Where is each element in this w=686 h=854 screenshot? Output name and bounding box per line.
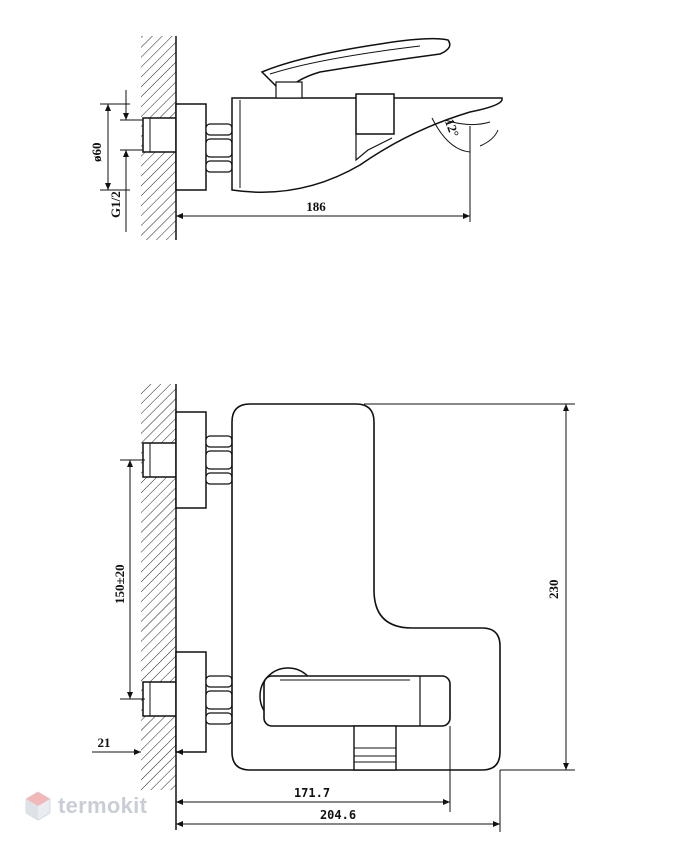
cube-logo-icon xyxy=(25,791,51,821)
pipe-connector-top xyxy=(142,117,177,153)
handle-lever-top xyxy=(260,37,451,87)
mixer-body-top xyxy=(231,97,503,193)
dim-length-top: 186 xyxy=(306,199,326,214)
eccentric-nut-upper xyxy=(205,435,233,485)
dim-diameter: ø60 xyxy=(89,143,104,163)
dim-depth-1: 171.7 xyxy=(294,786,330,800)
dim-offset: 21 xyxy=(98,735,111,750)
plan-view: 150±20 230 21 171.7 204.6 xyxy=(92,384,575,832)
dim-spacing: 150±20 xyxy=(112,564,127,604)
watermark-logo: termokit xyxy=(24,790,147,822)
dim-depth-2: 204.6 xyxy=(320,808,356,822)
side-view: 186 12° ø60 G1/2 xyxy=(89,36,503,240)
dim-height: 230 xyxy=(546,580,561,600)
handle-stem-top xyxy=(275,81,303,99)
pipe-connector-lower xyxy=(142,681,177,717)
wall-flange-top xyxy=(175,103,207,191)
dim-thread: G1/2 xyxy=(108,191,123,218)
eccentric-nut-top xyxy=(205,123,233,173)
pipe-connector-upper xyxy=(142,442,177,478)
eccentric-nut-lower xyxy=(205,675,233,725)
dim-angle: 12° xyxy=(442,117,462,139)
wall-flange-upper xyxy=(175,411,207,509)
watermark-text: termokit xyxy=(58,793,148,818)
diverter-top xyxy=(355,93,395,135)
wall-flange-lower xyxy=(175,651,207,753)
handle-lever-plan xyxy=(263,675,451,727)
